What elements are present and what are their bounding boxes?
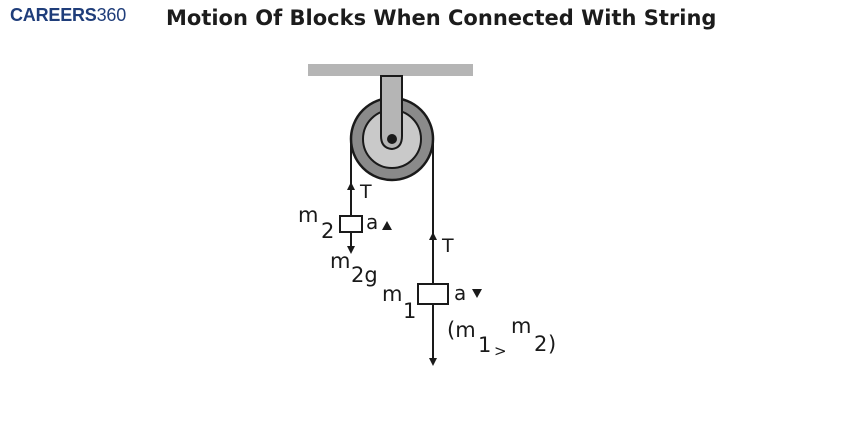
careers360-logo[interactable]: CAREERS360 xyxy=(10,5,126,26)
acceleration-label-m1: a xyxy=(454,281,466,305)
block-m2 xyxy=(339,215,363,233)
pulley-axle xyxy=(387,134,397,144)
block-m1 xyxy=(417,283,449,305)
page-title: Motion Of Blocks When Connected With Str… xyxy=(166,6,717,30)
logo-brand-word: CAREERS xyxy=(10,5,97,25)
acceleration-up-arrow xyxy=(382,221,392,230)
acceleration-down-arrow xyxy=(472,289,482,298)
tension-label-left: T xyxy=(359,181,372,203)
logo-brand-number: 360 xyxy=(96,5,127,25)
ceiling-bar xyxy=(308,64,473,76)
tension-label-right: T xyxy=(441,235,454,257)
mass-label-m2: m2 xyxy=(298,203,334,243)
weight-label-m2g: m2g xyxy=(330,249,378,287)
acceleration-label-m2: a xyxy=(366,210,378,234)
mass-label-m1: m1 xyxy=(382,282,416,323)
pulley-bracket-tip xyxy=(380,75,403,151)
mass-condition-label: (m1>m2) xyxy=(447,314,556,360)
header: CAREERS360 Motion Of Blocks When Connect… xyxy=(0,0,860,44)
